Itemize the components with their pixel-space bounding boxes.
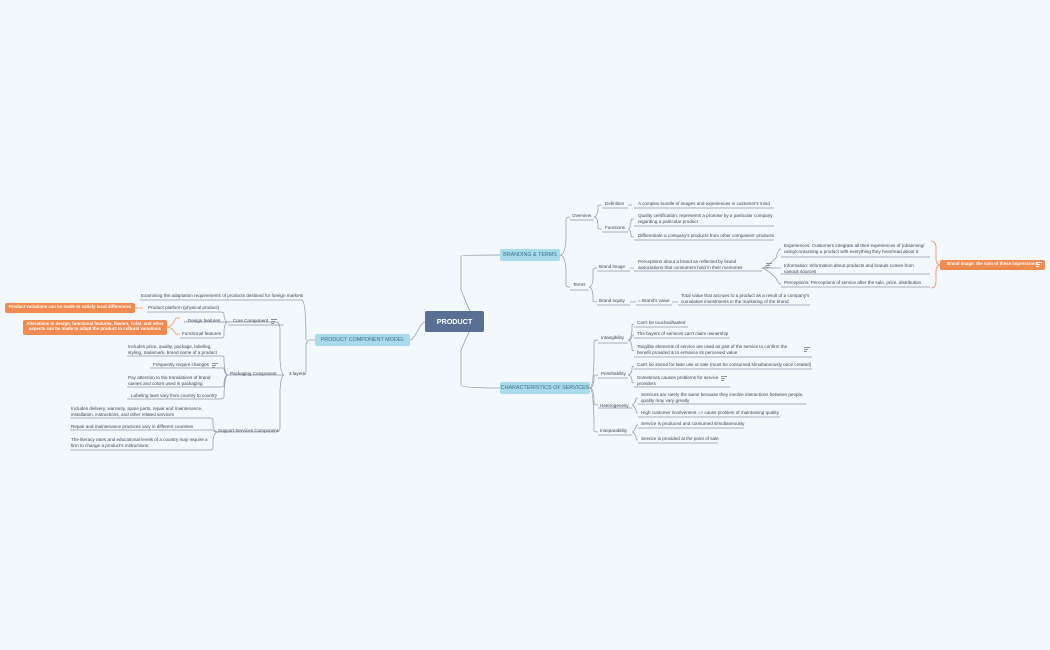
callout-product-variations[interactable]: Product variations can be made to satisf…: [5, 303, 135, 313]
topic-heterogeneity[interactable]: Heterogeneity: [600, 403, 629, 408]
topic-brands-value[interactable]: = Brand's value: [638, 298, 670, 303]
topic-intangibility[interactable]: Intangibility: [601, 335, 624, 340]
topic-terms[interactable]: Terms: [573, 282, 586, 287]
topic-overview[interactable]: Overview: [572, 213, 592, 218]
topic-brand-image-text[interactable]: Perceptions about a brand as reflected b…: [638, 259, 743, 270]
topic-functions-quality[interactable]: Quality certification; represents a prom…: [638, 213, 773, 224]
topic-pack-2[interactable]: Frequently require changes: [153, 362, 209, 367]
branch-characteristics-of-services[interactable]: CHARACTERISTICS OF SERVICES: [500, 382, 590, 394]
topic-per-2[interactable]: Sometimes causes problems for service pr…: [637, 375, 719, 386]
topic-het-2[interactable]: High customer involvement => cause probl…: [641, 410, 779, 415]
topic-experiences[interactable]: Experiences: Customers integrate all the…: [784, 243, 925, 254]
note-icon[interactable]: [804, 347, 810, 352]
topic-pack-3[interactable]: Pay attention to the translations of bra…: [128, 375, 211, 386]
topic-sup-2[interactable]: Repair and maintenance practices vary in…: [71, 424, 194, 429]
topic-core-component[interactable]: Core Component: [233, 318, 268, 323]
topic-sup-1[interactable]: Includes delivery, warranty, spare parts…: [71, 406, 203, 417]
callout-alterations[interactable]: Alterations in design, functional featur…: [23, 320, 167, 335]
branch-product-component-model[interactable]: PRODUCT COMPONENT MODEL: [315, 334, 410, 346]
topic-ins-2[interactable]: Service is provided at the point of sale: [641, 436, 719, 441]
topic-definition-text[interactable]: A complex bundle of images and experienc…: [638, 201, 770, 206]
topic-het-1[interactable]: Services are rarely the same because the…: [641, 392, 804, 403]
topic-per-1[interactable]: Can't be stored for later use or sale (m…: [637, 362, 812, 367]
topic-design-features[interactable]: Design features: [188, 318, 221, 323]
note-icon[interactable]: [212, 363, 218, 368]
callout-product-variations-text: Product variations can be made to satisf…: [8, 304, 132, 309]
topic-brand-value-text[interactable]: Total value that accrues to a product as…: [681, 293, 810, 304]
topic-inseparability[interactable]: Inseparability: [600, 428, 628, 433]
topic-functional-features[interactable]: Functional features: [182, 331, 222, 336]
topic-pack-4[interactable]: Labeling laws vary from country to count…: [131, 393, 218, 398]
topic-information[interactable]: Information: Information about products …: [784, 263, 914, 274]
topic-int-1[interactable]: Can't be touched/tasted: [637, 320, 686, 325]
note-icon[interactable]: [766, 263, 772, 268]
topic-int-2[interactable]: The buyers of services can't claim owner…: [637, 331, 729, 336]
topic-brand-equity[interactable]: Brand equity: [599, 298, 625, 303]
topic-perceptions[interactable]: Perceptions: Perceptions of service afte…: [784, 280, 922, 285]
topic-ins-1[interactable]: Service is produced and consumed simulta…: [641, 421, 745, 426]
callout-alterations-text: Alterations in design, functional featur…: [26, 321, 164, 332]
central-topic[interactable]: PRODUCT: [425, 311, 484, 332]
topic-product-platform[interactable]: Product platform (physical product): [148, 305, 220, 310]
topic-packaging-component[interactable]: Packaging Component: [230, 371, 277, 376]
topic-definition[interactable]: Definition: [605, 201, 625, 206]
topic-int-3[interactable]: Tangible elements of service are used as…: [637, 344, 788, 355]
note-icon[interactable]: [271, 319, 277, 324]
topic-brand-image[interactable]: Brand image: [599, 264, 626, 269]
note-icon[interactable]: [721, 376, 727, 381]
topic-sup-3[interactable]: The literacy rates and educational level…: [71, 437, 208, 448]
topic-functions[interactable]: Functions: [605, 225, 625, 230]
callout-brand-image-sum[interactable]: Brand image: the sum of these impression…: [940, 260, 1045, 270]
topic-support-services-component[interactable]: Support Services Component: [218, 428, 279, 433]
topic-examining[interactable]: Examining the adaptation requirements of…: [141, 293, 304, 298]
note-icon[interactable]: [1036, 262, 1042, 267]
topic-3-layers[interactable]: 3 layers: [289, 371, 306, 376]
topic-pack-1[interactable]: Includes price, quality, package, labeli…: [128, 344, 217, 355]
callout-brand-image-text: Brand image: the sum of these impression…: [946, 261, 1039, 266]
topic-perishability[interactable]: Perishability: [601, 371, 626, 376]
topic-functions-differentiate[interactable]: Differentiate a company's products from …: [638, 233, 774, 238]
branch-branding-terms[interactable]: BRANDING & TERMS: [500, 249, 560, 261]
